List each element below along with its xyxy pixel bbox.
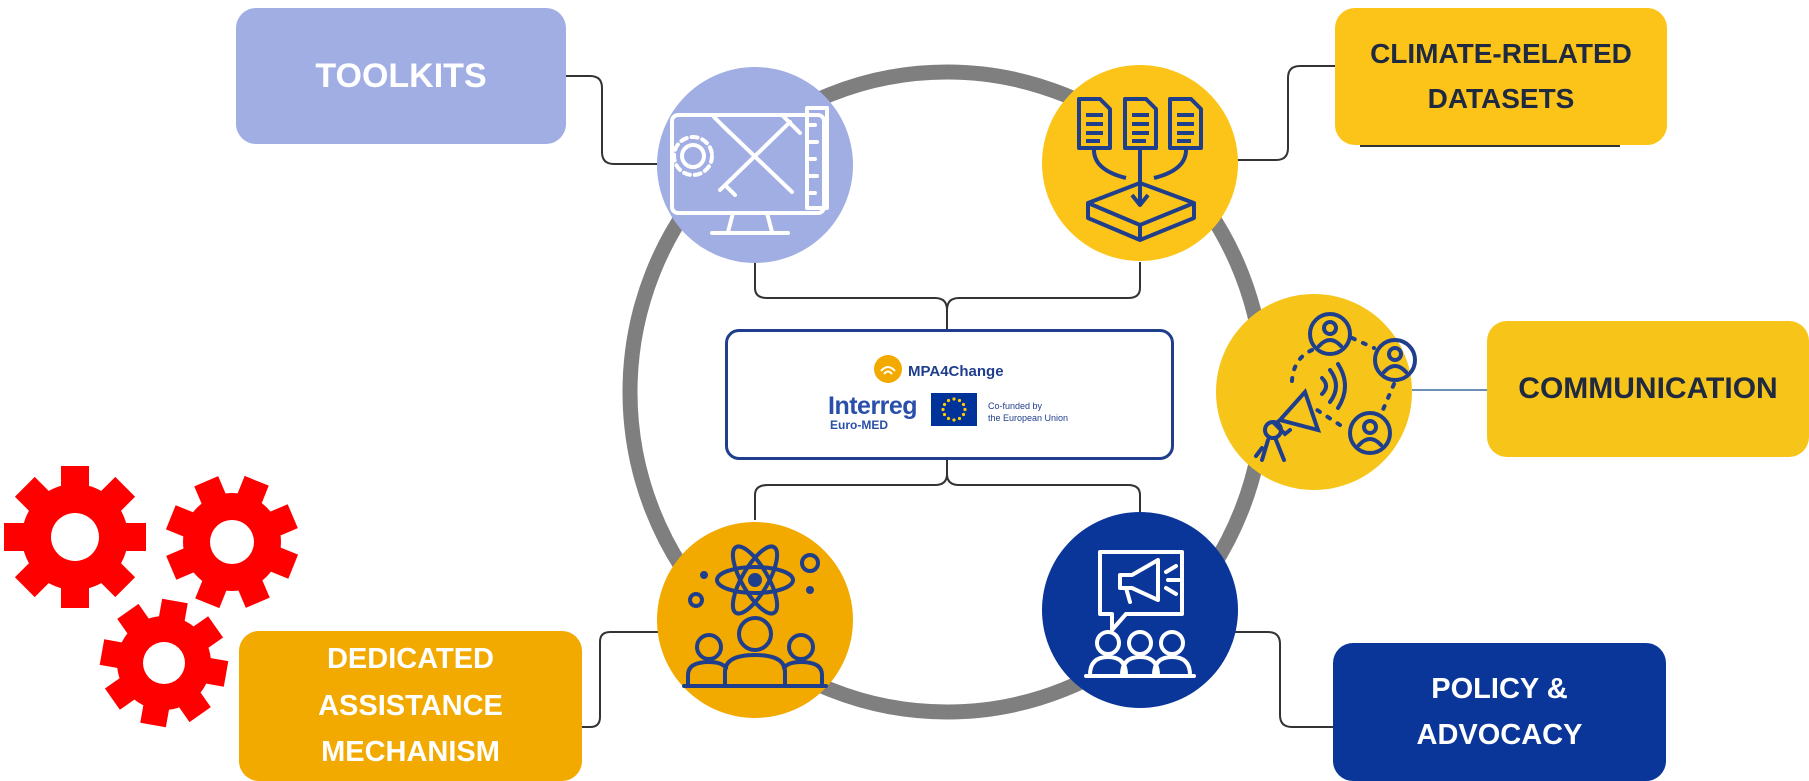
eu-flag-icon: [931, 393, 977, 426]
megaphone-audience-icon: [1084, 550, 1196, 678]
climate-datasets-box: CLIMATE-RELATED DATASETS: [1335, 8, 1667, 145]
programme-name: Interreg: [828, 392, 918, 420]
connector-toolkits-box: [566, 75, 668, 165]
project-name: MPA4Change: [908, 363, 1004, 380]
funding-line-2: the European Union: [988, 413, 1069, 424]
funding-statement: Co-funded by the European Union: [988, 400, 1068, 424]
node-policy-circle: [1042, 512, 1238, 708]
dedicated-label-line-3: MECHANISM: [321, 736, 500, 769]
dedicated-label-line-2: ASSISTANCE: [318, 689, 503, 722]
connector-climate-box: [1234, 65, 1335, 161]
communication-box: COMMUNICATION: [1487, 321, 1809, 457]
node-policy-advocacy: [1042, 512, 1238, 708]
policy-advocacy-box: POLICY & ADVOCACY: [1333, 643, 1666, 781]
people-megaphone-network-icon: [1254, 312, 1417, 462]
communication-label: COMMUNICATION: [1518, 372, 1778, 405]
node-communication: [1216, 294, 1417, 490]
climate-label-line-1: CLIMATE-RELATED: [1370, 37, 1632, 69]
dedicated-assistance-box: DEDICATED ASSISTANCE MECHANISM: [239, 631, 582, 781]
programme-area: Euro-MED: [830, 418, 888, 432]
mpa4change-logo-icon: [874, 355, 902, 383]
monitor-tools-icon: [670, 106, 829, 235]
toolkits-box: TOOLKITS: [236, 8, 566, 144]
toolkits-label: TOOLKITS: [315, 56, 487, 95]
climate-label-line-2: DATASETS: [1427, 82, 1575, 114]
connector-policy-box: [1208, 631, 1333, 728]
connector-top-bracket: [754, 262, 1141, 329]
red-gears-icon: [4, 466, 299, 728]
documents-datasets-icon: [1077, 97, 1203, 242]
node-climate-datasets: [1042, 65, 1238, 261]
partner-logo-card: MPA4Change Interreg Euro-MED Co-funded b…: [725, 329, 1174, 460]
atom-people-icon: [682, 544, 828, 688]
connector-bottom-bracket: [754, 460, 1141, 520]
connector-lines: [566, 65, 1620, 728]
connector-dedicated-box: [582, 631, 660, 728]
dedicated-label-line-1: DEDICATED: [326, 643, 494, 676]
node-dedicated-assistance: [657, 522, 853, 718]
policy-label-line-2: ADVOCACY: [1416, 719, 1583, 751]
node-toolkits: [657, 67, 853, 263]
funding-line-1: Co-funded by: [988, 401, 1043, 411]
policy-label-line-1: POLICY &: [1431, 672, 1568, 705]
